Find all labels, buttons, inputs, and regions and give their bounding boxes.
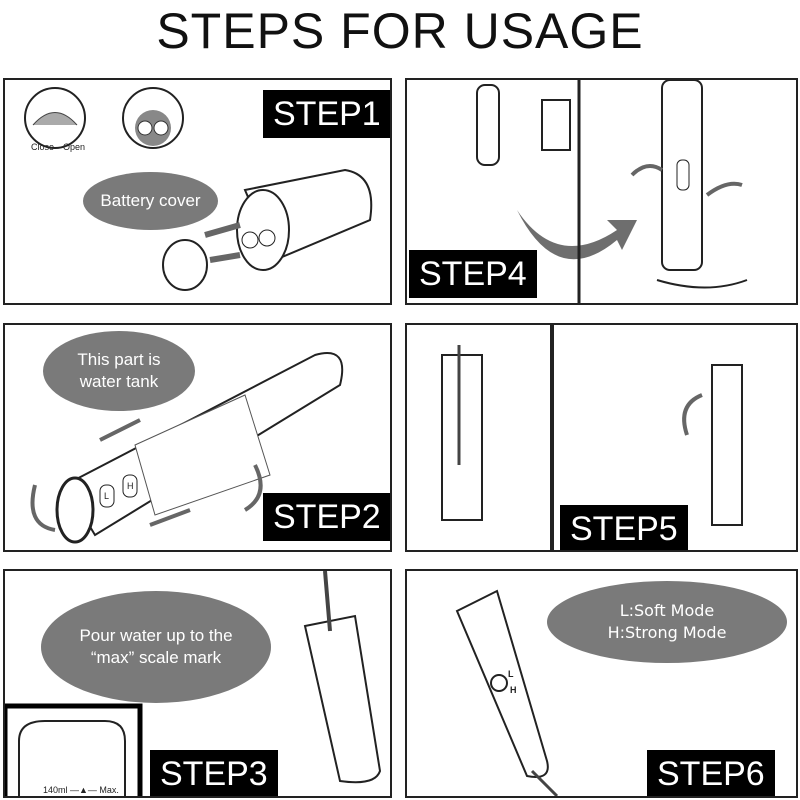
bubble-text-line1: This part is bbox=[77, 350, 161, 369]
mode-bubble: L:Soft Mode H:Strong Mode bbox=[547, 581, 787, 663]
bubble-text-line2: H:Strong Mode bbox=[607, 623, 727, 642]
panel-step4: STEP4 bbox=[405, 78, 798, 305]
battery-cover-bubble: Battery cover bbox=[83, 172, 218, 230]
open-label: Open bbox=[63, 142, 86, 152]
low-button-label: L bbox=[508, 669, 514, 679]
step2-label: STEP2 bbox=[263, 493, 390, 541]
mode-select-illustration bbox=[455, 589, 559, 796]
water-tank-bubble: This part is water tank bbox=[43, 331, 195, 411]
bubble-text-line2: “max” scale mark bbox=[90, 648, 222, 667]
bubble-text-line1: Pour water up to the bbox=[79, 626, 233, 645]
fill-water-illustration bbox=[5, 571, 382, 796]
high-button-label: H bbox=[510, 685, 517, 695]
bubble-text: Battery cover bbox=[100, 191, 201, 210]
cleaning-illustration bbox=[441, 325, 743, 550]
panel-step5: STEP5 bbox=[405, 323, 798, 552]
panel-step2: L H This part is water tank STEP2 bbox=[3, 323, 392, 552]
close-label: Close bbox=[31, 142, 55, 152]
panel-step3: 140ml —▲— Max. Pour water up to the “max… bbox=[3, 569, 392, 798]
bubble-text-line2: water tank bbox=[79, 372, 159, 391]
pour-water-bubble: Pour water up to the “max” scale mark bbox=[41, 591, 271, 703]
step6-label: STEP6 bbox=[647, 750, 775, 796]
panel-step1: Close Open Battery cover STEP1 bbox=[3, 78, 392, 305]
page-title: STEPS FOR USAGE bbox=[156, 3, 644, 59]
panel-step6: L H L:Soft Mode H:Strong Mode STEP6 bbox=[405, 569, 798, 798]
water-tank-illustration bbox=[30, 352, 344, 544]
step4-label: STEP4 bbox=[409, 250, 537, 298]
step3-label: STEP3 bbox=[150, 750, 278, 796]
high-button-label: H bbox=[127, 481, 134, 491]
bubble-text-line1: L:Soft Mode bbox=[619, 601, 715, 620]
scale-mark-text: 140ml —▲— Max. bbox=[43, 785, 119, 795]
tank-attach-illustration bbox=[476, 80, 748, 303]
step5-label: STEP5 bbox=[560, 505, 688, 550]
step1-label: STEP1 bbox=[263, 90, 390, 138]
low-button-label: L bbox=[104, 491, 110, 501]
device-battery-illustration bbox=[24, 87, 373, 291]
